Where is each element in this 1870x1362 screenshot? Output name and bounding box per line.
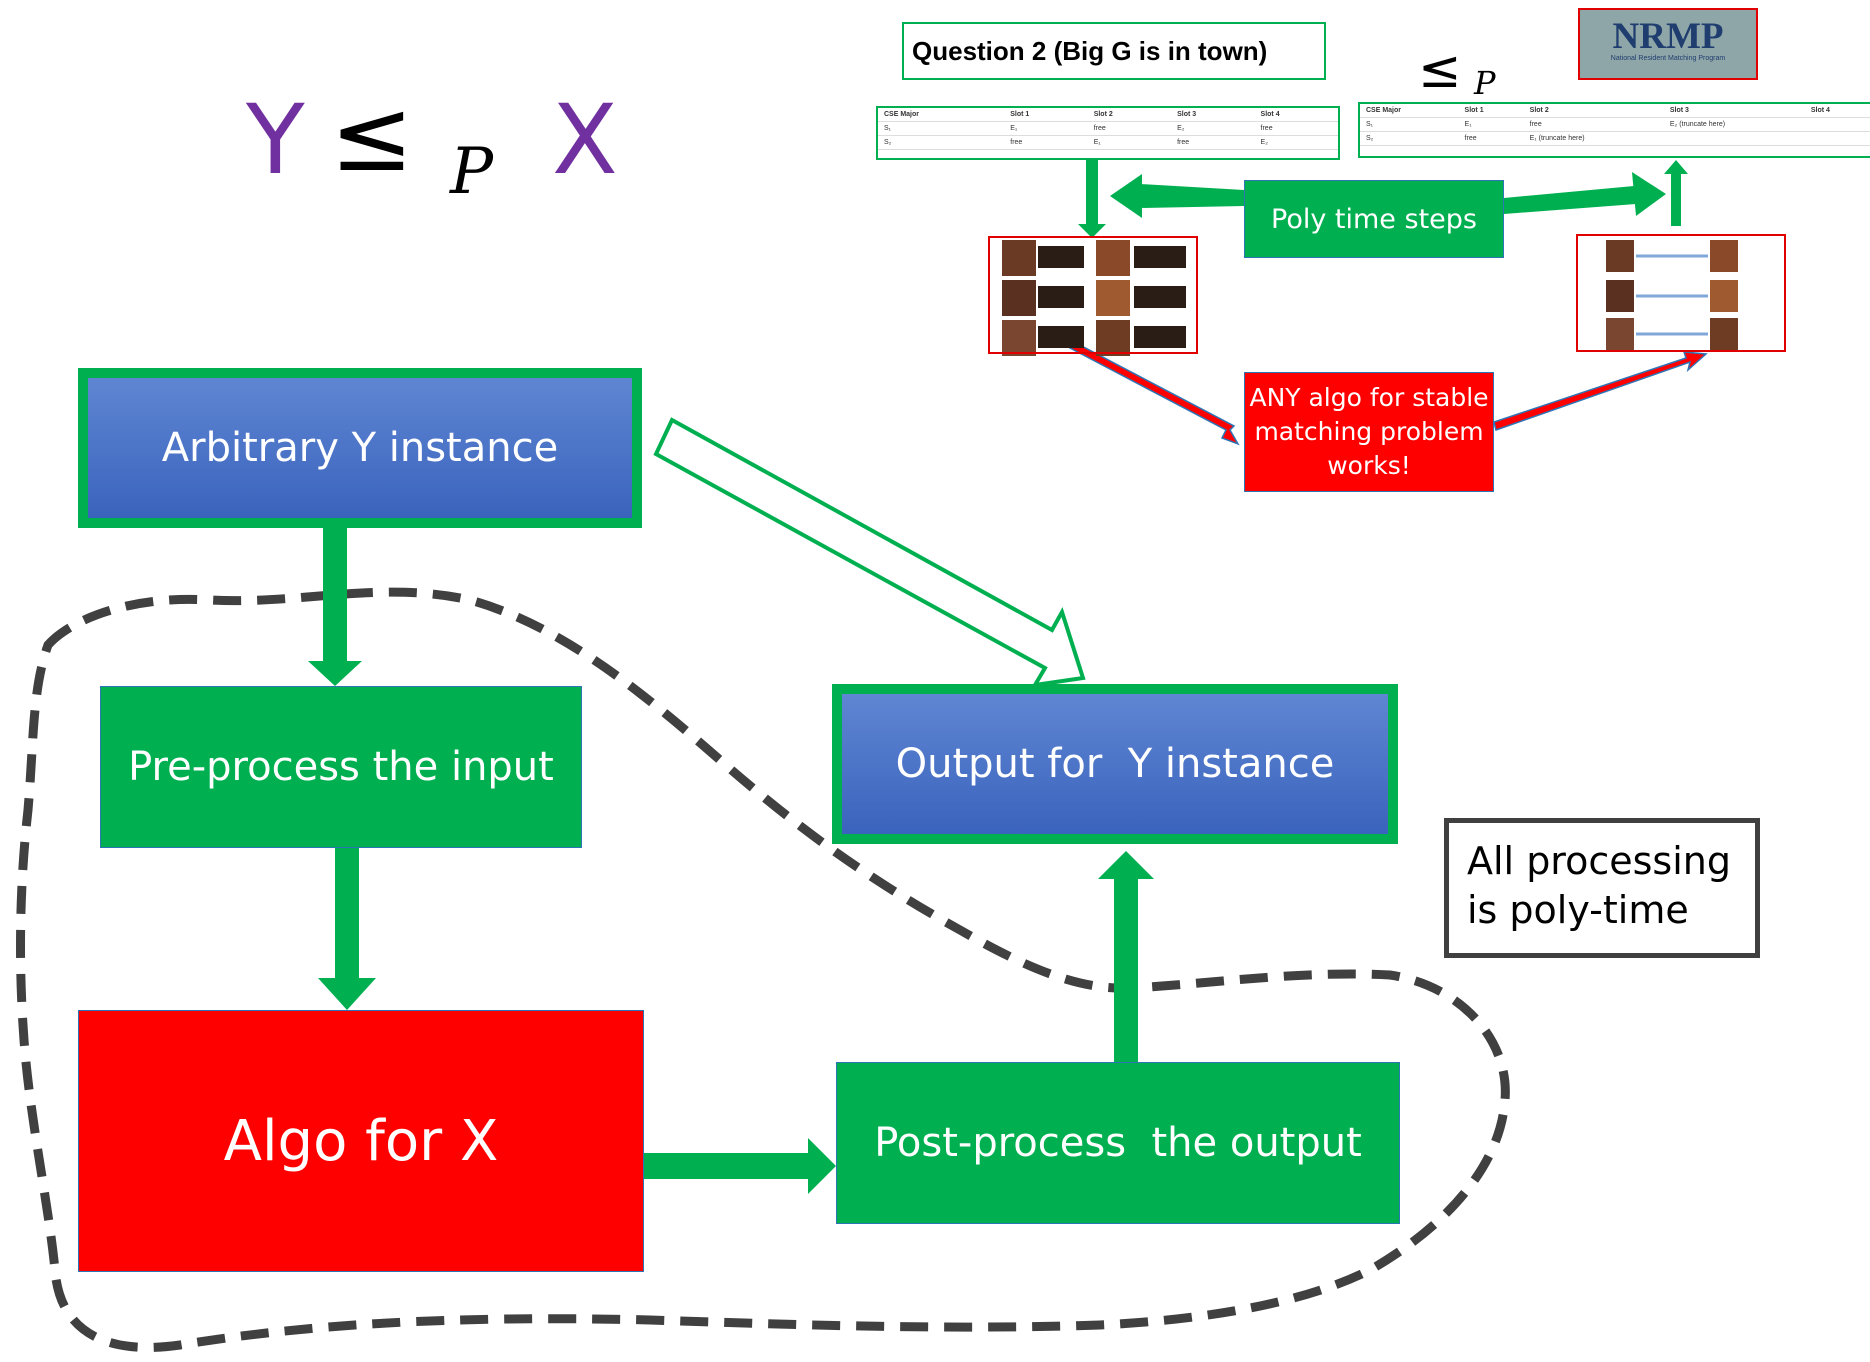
arrow-y-to-preprocess-head [308, 661, 362, 686]
preference-photos-left [1002, 240, 1186, 356]
table-header-cell: Slot 1 [1458, 104, 1524, 118]
arrow-algo-to-postprocess-head [808, 1138, 836, 1194]
any-algo-box: ANY algo for stable matching problem wor… [1244, 372, 1494, 492]
table-cell: E₁ [1458, 117, 1524, 132]
arrow-algo-to-postprocess-shaft [644, 1153, 810, 1179]
table-cell: E₂ [1254, 135, 1338, 150]
arrow-right-table-up-head [1664, 160, 1688, 174]
output-y-instance-box: Output for Y instance [832, 684, 1398, 844]
question-2-label: Question 2 (Big G is in town) [902, 22, 1326, 80]
table-header-cell: Slot 3 [1663, 104, 1805, 118]
table-header-cell: Slot 2 [1523, 104, 1664, 118]
table-row: S₂ free E₁ free E₂ [878, 135, 1338, 150]
nrmp-logo-text: NRMP [1612, 16, 1724, 57]
arrow-left-table-down-head [1078, 224, 1106, 238]
nrmp-logo-subtitle: National Resident Matching Program [1610, 55, 1726, 62]
preference-photo-panel [988, 236, 1198, 354]
poly-arrow-left-shaft [1140, 184, 1244, 208]
example-p-subscript: P [1474, 64, 1496, 102]
table-cell: S₁ [1360, 117, 1459, 132]
table-header-cell: CSE Major [1360, 104, 1459, 118]
table-cell: E₂ [1171, 121, 1255, 136]
note-line-2: is poly-time [1467, 888, 1689, 933]
matching-photo-panel [1576, 234, 1786, 352]
table-cell [1663, 131, 1805, 146]
table-header-cell: CSE Major [878, 108, 1005, 122]
table-cell: E₁ (truncate here) [1523, 131, 1664, 146]
table-cell: S₂ [1360, 131, 1459, 146]
table-header-cell: Slot 4 [1804, 104, 1870, 118]
nrmp-logo: NRMP National Resident Matching Program [1578, 8, 1758, 80]
table-cell: free [1004, 135, 1088, 150]
example-le-symbol: ≤ [1418, 40, 1462, 100]
table-cell: S₂ [878, 135, 1005, 150]
right-schedule-table: CSE Major Slot 1 Slot 2 Slot 3 Slot 4 S₁… [1358, 102, 1870, 158]
poly-arrow-right-head [1632, 172, 1666, 216]
title-le-symbol: ≤ [330, 77, 414, 194]
arrow-preprocess-to-algo-shaft [335, 848, 359, 980]
arrow-preprocess-to-algo-head [318, 978, 376, 1010]
arrow-right-table-up-shaft [1671, 172, 1681, 226]
table-header-row: CSE Major Slot 1 Slot 2 Slot 3 Slot 4 [1360, 104, 1870, 118]
table-cell [1804, 117, 1870, 132]
table-cell: free [1087, 121, 1172, 136]
red-arrow-to-any-algo [1068, 341, 1240, 446]
red-arrow-from-any-algo [1493, 351, 1708, 431]
table-cell: free [1458, 131, 1524, 146]
poly-arrow-right-shaft [1504, 186, 1636, 214]
poly-time-steps-box: Poly time steps [1244, 180, 1504, 258]
table-row: S₁ E₁ free E₂ free [878, 121, 1338, 136]
arbitrary-y-instance-box: Arbitrary Y instance [78, 368, 642, 528]
matching-photos-right [1606, 240, 1738, 350]
table-header-cell: Slot 2 [1087, 108, 1172, 122]
title-y: Y [246, 84, 305, 196]
left-schedule-table: CSE Major Slot 1 Slot 2 Slot 3 Slot 4 S₁… [876, 106, 1340, 160]
table-cell [1804, 131, 1870, 146]
pre-process-box: Pre-process the input [100, 686, 582, 848]
arrow-postprocess-to-output-shaft [1114, 878, 1138, 1062]
table-header-cell: Slot 3 [1171, 108, 1255, 122]
table-row: S₁ E₁ free E₂ (truncate here) [1360, 117, 1870, 132]
arrow-left-table-down-shaft [1086, 160, 1098, 226]
title-p-subscript: P [450, 135, 494, 209]
title-x: X [552, 84, 618, 196]
table-cell: free [1523, 117, 1664, 132]
poly-time-note: All processing is poly-time [1444, 818, 1760, 958]
table-cell: E₁ [1087, 135, 1172, 150]
poly-time-boundary [16, 587, 1510, 1352]
post-process-box: Post-process the output [836, 1062, 1400, 1224]
table-cell: E₁ [1004, 121, 1088, 136]
table-cell: free [1254, 121, 1338, 136]
poly-arrow-left-head [1110, 174, 1142, 218]
arrow-y-to-preprocess-shaft [323, 524, 347, 662]
arrow-postprocess-to-output-head [1098, 851, 1154, 879]
table-header-row: CSE Major Slot 1 Slot 2 Slot 3 Slot 4 [878, 108, 1338, 122]
hollow-arrow-y-to-output [653, 417, 1086, 688]
note-line-1: All processing [1467, 839, 1731, 883]
table-header-cell: Slot 1 [1004, 108, 1088, 122]
table-cell: E₂ (truncate here) [1663, 117, 1805, 132]
table-cell: free [1171, 135, 1255, 150]
algo-for-x-box: Algo for X [78, 1010, 644, 1272]
table-header-cell: Slot 4 [1254, 108, 1338, 122]
table-cell: S₁ [878, 121, 1005, 136]
table-row: S₂ free E₁ (truncate here) [1360, 131, 1870, 146]
